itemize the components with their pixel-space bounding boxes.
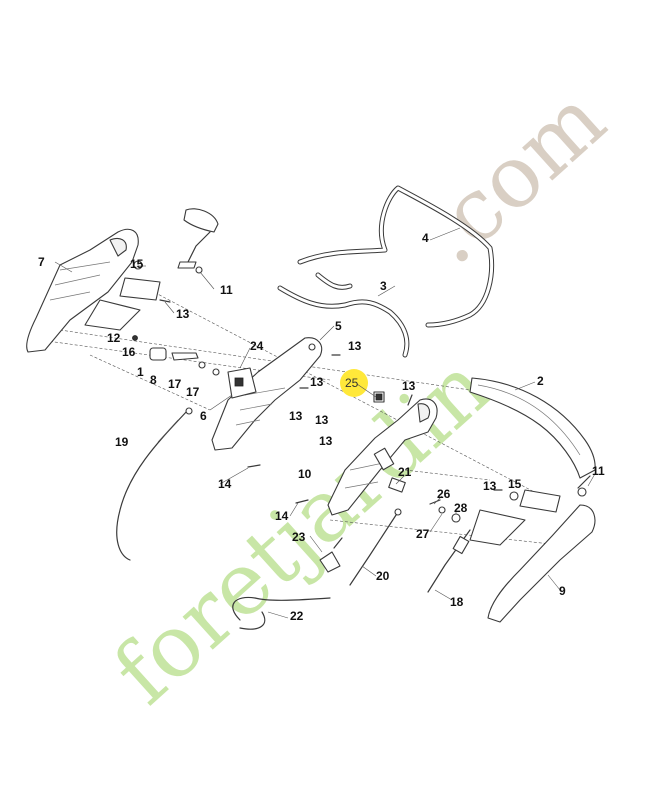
label-26: 26 <box>437 487 451 501</box>
label-2: 2 <box>537 374 544 388</box>
label-27: 27 <box>416 527 430 541</box>
part-11-right-knob <box>577 475 591 497</box>
part-7-left-cover <box>26 228 161 353</box>
label-11-left: 11 <box>220 283 233 297</box>
label-23: 23 <box>292 530 306 544</box>
part-5-centre-plate <box>211 337 323 451</box>
part-23-connector <box>319 537 343 573</box>
small-fasteners <box>132 260 519 523</box>
label-18: 18 <box>450 595 464 609</box>
label-25: 25 <box>345 376 359 390</box>
watermark: foretjardin .com <box>95 70 624 724</box>
part-2-grip-tube <box>469 377 596 479</box>
label-15-right: 15 <box>508 477 522 491</box>
label-13-f: 13 <box>319 434 333 448</box>
label-6: 6 <box>200 409 207 423</box>
part-20-cable <box>349 508 402 586</box>
label-13-left: 13 <box>176 307 190 321</box>
watermark-domain: .com <box>402 70 624 284</box>
label-4: 4 <box>422 231 429 245</box>
part-labels: 7 15 11 13 12 16 1 8 17 17 24 6 5 13 13 … <box>38 231 605 623</box>
label-17a: 17 <box>168 377 182 391</box>
label-21: 21 <box>398 465 412 479</box>
label-28: 28 <box>454 501 468 515</box>
label-20: 20 <box>376 569 390 583</box>
label-13-e: 13 <box>315 413 329 427</box>
label-7: 7 <box>38 255 45 269</box>
part-9-right-lower-cover <box>469 489 596 623</box>
leader-lines <box>54 227 597 619</box>
label-13-b: 13 <box>348 339 362 353</box>
label-14-b: 14 <box>275 509 289 523</box>
label-13-h: 13 <box>483 479 497 493</box>
label-22: 22 <box>290 609 304 623</box>
part-24-switch <box>227 367 257 399</box>
label-10: 10 <box>298 467 312 481</box>
label-13-g: 13 <box>402 379 416 393</box>
label-14-a: 14 <box>218 477 232 491</box>
part-19-cable <box>116 407 193 561</box>
label-19: 19 <box>115 435 129 449</box>
label-9: 9 <box>559 584 566 598</box>
label-13-d: 13 <box>289 409 303 423</box>
label-15-left: 15 <box>130 257 144 271</box>
part-3-wire-bracket <box>277 272 410 358</box>
label-13-c: 13 <box>310 375 324 389</box>
label-24: 24 <box>250 339 264 353</box>
label-5: 5 <box>335 319 342 333</box>
label-8: 8 <box>150 373 157 387</box>
label-1: 1 <box>137 365 144 379</box>
part-22-loop <box>232 596 331 630</box>
part-25-clip <box>373 391 385 403</box>
part-10-right-cover <box>327 398 438 516</box>
label-17b: 17 <box>186 385 200 399</box>
part-4-upper-handle <box>297 185 495 328</box>
label-16: 16 <box>122 345 136 359</box>
highlight-circle-25 <box>340 369 368 397</box>
label-11-right: 11 <box>592 464 605 478</box>
part-18-cable <box>427 529 471 593</box>
label-12: 12 <box>107 331 121 345</box>
part-11-left-knob <box>177 208 219 274</box>
label-3: 3 <box>380 279 387 293</box>
